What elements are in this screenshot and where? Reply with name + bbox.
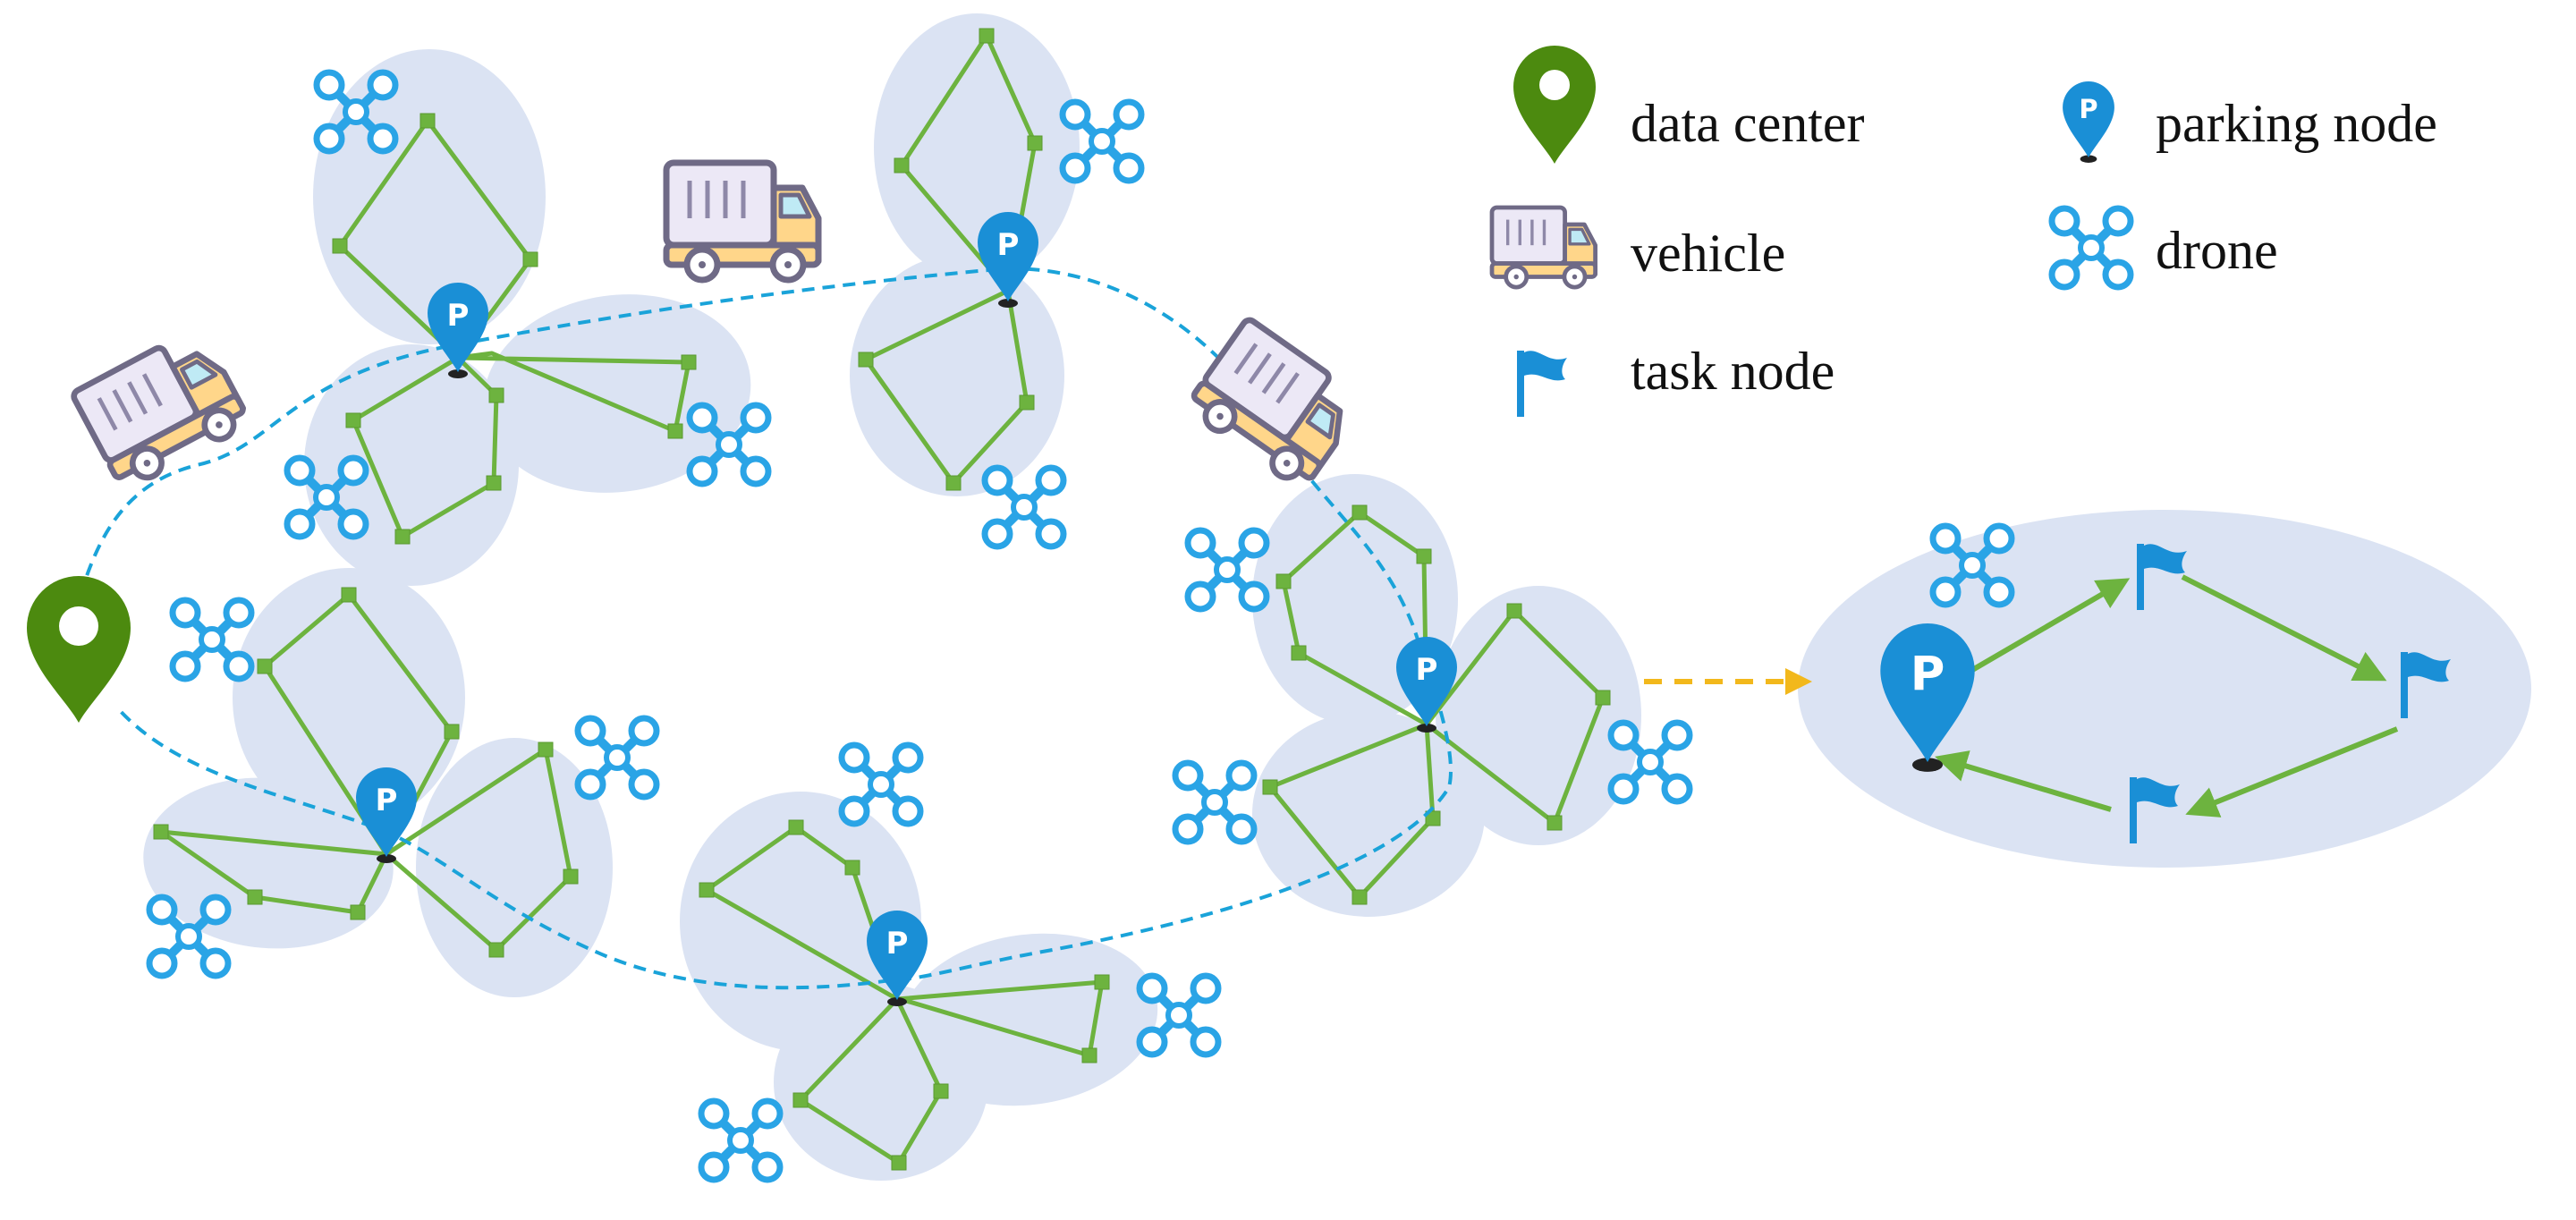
vehicle-icon bbox=[666, 163, 818, 280]
svg-text:P: P bbox=[2079, 94, 2097, 124]
cluster-region bbox=[850, 255, 1064, 496]
data-center-icon bbox=[27, 576, 131, 723]
zoomed-cluster-detail: P bbox=[1880, 544, 2451, 843]
parking-pins: P P P P P bbox=[356, 212, 1457, 1006]
svg-text:P: P bbox=[1416, 652, 1438, 688]
legend-label-task-node: task node bbox=[1631, 342, 1835, 401]
svg-text:P: P bbox=[886, 926, 909, 962]
legend-label-vehicle: vehicle bbox=[1631, 224, 1786, 283]
drone-icon bbox=[2052, 208, 2131, 287]
vehicle-icon bbox=[1184, 318, 1367, 492]
drone-icon bbox=[173, 600, 251, 679]
zoom-route-edge bbox=[2181, 574, 2387, 682]
drone-icon bbox=[842, 745, 920, 824]
cluster-region bbox=[874, 13, 1080, 282]
drone-icon bbox=[578, 718, 657, 797]
zoom-route-edge bbox=[1966, 578, 2131, 675]
svg-text:P: P bbox=[1911, 647, 1945, 701]
parking-node-icon: P bbox=[867, 911, 928, 1006]
drone-icon bbox=[701, 1101, 780, 1180]
cluster-region bbox=[313, 49, 546, 344]
legend-label-drone: drone bbox=[2156, 221, 2278, 280]
drone-route bbox=[1281, 510, 1429, 727]
svg-text:P: P bbox=[997, 227, 1020, 263]
parking-node-icon: P bbox=[1880, 623, 1975, 772]
cluster-region bbox=[233, 568, 465, 827]
parking-node-icon: P bbox=[356, 767, 417, 863]
parking-node-icon: P bbox=[2063, 81, 2114, 163]
task-node-dots bbox=[153, 28, 1611, 1171]
cluster-region bbox=[1252, 711, 1485, 917]
svg-text:P: P bbox=[376, 783, 398, 818]
vehicle-icon bbox=[1492, 208, 1596, 287]
parking-node-icon: P bbox=[1396, 637, 1457, 733]
drone-icon bbox=[1175, 763, 1254, 842]
cluster-region bbox=[774, 984, 988, 1181]
drone-icon bbox=[985, 468, 1063, 546]
cluster-regions bbox=[143, 13, 2531, 1181]
drone-icon bbox=[1188, 530, 1267, 609]
cluster-region bbox=[304, 344, 519, 586]
zoom-route-edge bbox=[1935, 750, 2112, 812]
cluster-region bbox=[483, 294, 751, 493]
legend-icons: P bbox=[1492, 46, 2131, 417]
svg-text:P: P bbox=[447, 298, 470, 334]
legend-label-parking-node: parking node bbox=[2156, 94, 2437, 153]
legend-label-data-center: data center bbox=[1631, 94, 1865, 153]
cluster-region bbox=[1436, 586, 1641, 845]
data-center-icon bbox=[1513, 46, 1596, 164]
zoomed-cluster-region bbox=[1798, 510, 2531, 868]
parking-node-icon: P bbox=[428, 283, 488, 378]
task-node-icon bbox=[1517, 351, 1567, 417]
zoom-route-edge bbox=[2185, 726, 2399, 818]
vehicle-icon bbox=[72, 326, 251, 492]
parking-node-icon: P bbox=[978, 212, 1038, 308]
